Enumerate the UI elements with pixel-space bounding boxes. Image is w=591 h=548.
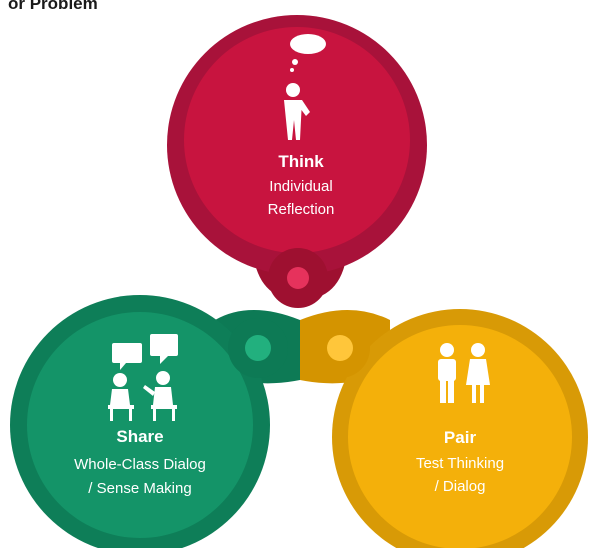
share-line1: Whole-Class Dialog bbox=[74, 456, 206, 473]
think-line1: Individual bbox=[269, 178, 332, 195]
think-title: Think bbox=[278, 152, 324, 171]
share-line2: / Sense Making bbox=[88, 480, 191, 497]
share-title: Share bbox=[116, 427, 163, 446]
pair-lobe bbox=[310, 309, 588, 548]
share-lobe bbox=[10, 295, 288, 548]
pair-line1: Test Thinking bbox=[416, 455, 504, 472]
think-line2: Reflection bbox=[268, 201, 335, 218]
pair-line2: / Dialog bbox=[435, 478, 486, 495]
pair-title: Pair bbox=[444, 428, 477, 447]
group-discussion-icon bbox=[108, 334, 178, 421]
two-people-icon bbox=[438, 343, 490, 403]
thinking-person-icon bbox=[284, 34, 326, 140]
header-fragment: or Problem bbox=[8, 0, 98, 13]
